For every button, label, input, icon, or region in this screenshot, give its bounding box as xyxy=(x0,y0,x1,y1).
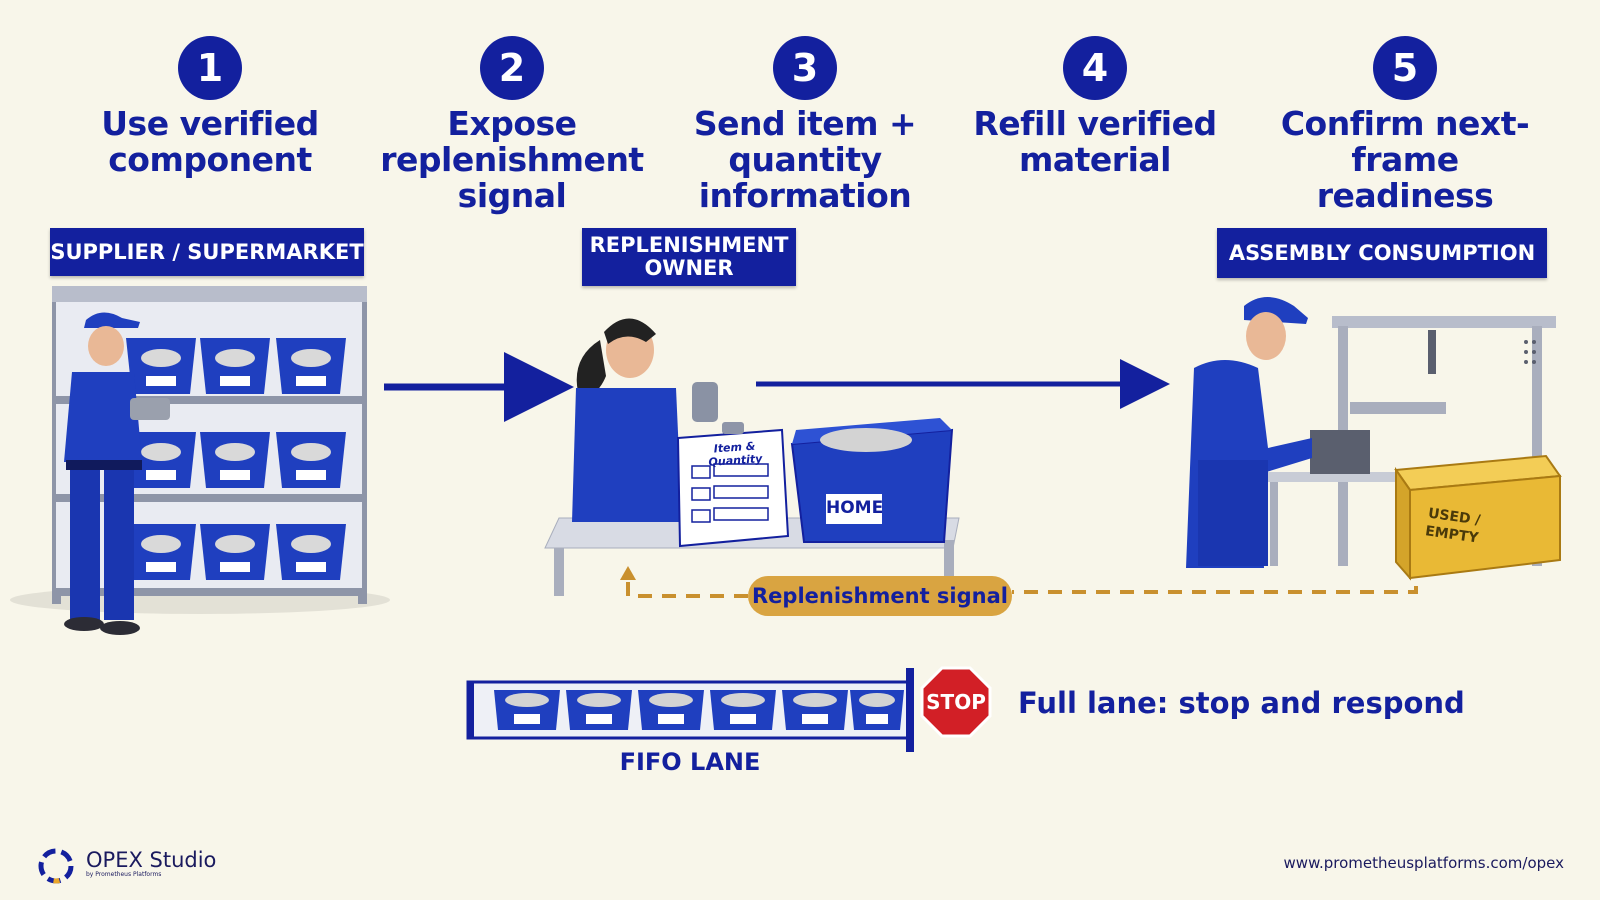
fifo-bins xyxy=(494,690,904,730)
step-1: 1 Use verified component xyxy=(45,36,375,178)
step-number: 3 xyxy=(773,36,837,100)
signal-line xyxy=(626,574,748,598)
used-empty-crate xyxy=(1394,454,1562,581)
brand: OPEX Studio by Prometheus Platforms xyxy=(36,844,216,884)
brand-subtitle: by Prometheus Platforms xyxy=(86,871,162,878)
fifo-lane-label: FIFO LANE xyxy=(619,748,761,776)
brand-logo-space xyxy=(36,844,76,884)
step-title: Refill verified material xyxy=(973,104,1217,179)
assembly-worker xyxy=(1186,297,1312,568)
home-bin xyxy=(790,418,954,543)
home-bin-label: HOME xyxy=(826,498,884,518)
supplier-stage-label: SUPPLIER / SUPERMARKET xyxy=(50,228,364,276)
step-number: 2 xyxy=(480,36,544,100)
step-number: 4 xyxy=(1063,36,1127,100)
step-title: Confirm next-frame readiness xyxy=(1280,104,1530,215)
step-5: 5 Confirm next-frame readiness xyxy=(1240,36,1570,214)
step-number: 1 xyxy=(178,36,242,100)
footer-url[interactable]: www.prometheusplatforms.com/opex xyxy=(1283,854,1564,872)
step-title: Use verified component xyxy=(101,104,319,179)
full-lane-message: Full lane: stop and respond xyxy=(1018,686,1465,720)
opex-logo-icon xyxy=(38,848,74,884)
stop-sign-icon xyxy=(920,666,992,738)
assembly-stage-label: ASSEMBLY CONSUMPTION xyxy=(1217,228,1547,278)
owner-worker xyxy=(572,318,718,522)
signal-arrowhead xyxy=(620,566,636,580)
step-4: 4 Refill verified material xyxy=(930,36,1260,178)
step-title: Send item + quantity information xyxy=(693,104,917,215)
replenishment-signal-label: Replenishment signal xyxy=(748,576,1012,616)
owner-stage-label: REPLENISHMENT OWNER xyxy=(582,228,796,286)
stop-sign-label: STOP xyxy=(926,690,986,714)
supermarket-worker xyxy=(64,312,170,635)
step-title: Expose replenishment signal xyxy=(380,104,644,215)
step-2: 2 Expose replenishment signal xyxy=(347,36,677,214)
brand-name: OPEX Studio xyxy=(86,848,217,872)
clipboard xyxy=(676,422,790,548)
shelf-bins xyxy=(126,338,346,580)
step-3: 3 Send item + quantity information xyxy=(640,36,970,214)
assembly-station xyxy=(1256,316,1556,566)
step-number: 5 xyxy=(1373,36,1437,100)
